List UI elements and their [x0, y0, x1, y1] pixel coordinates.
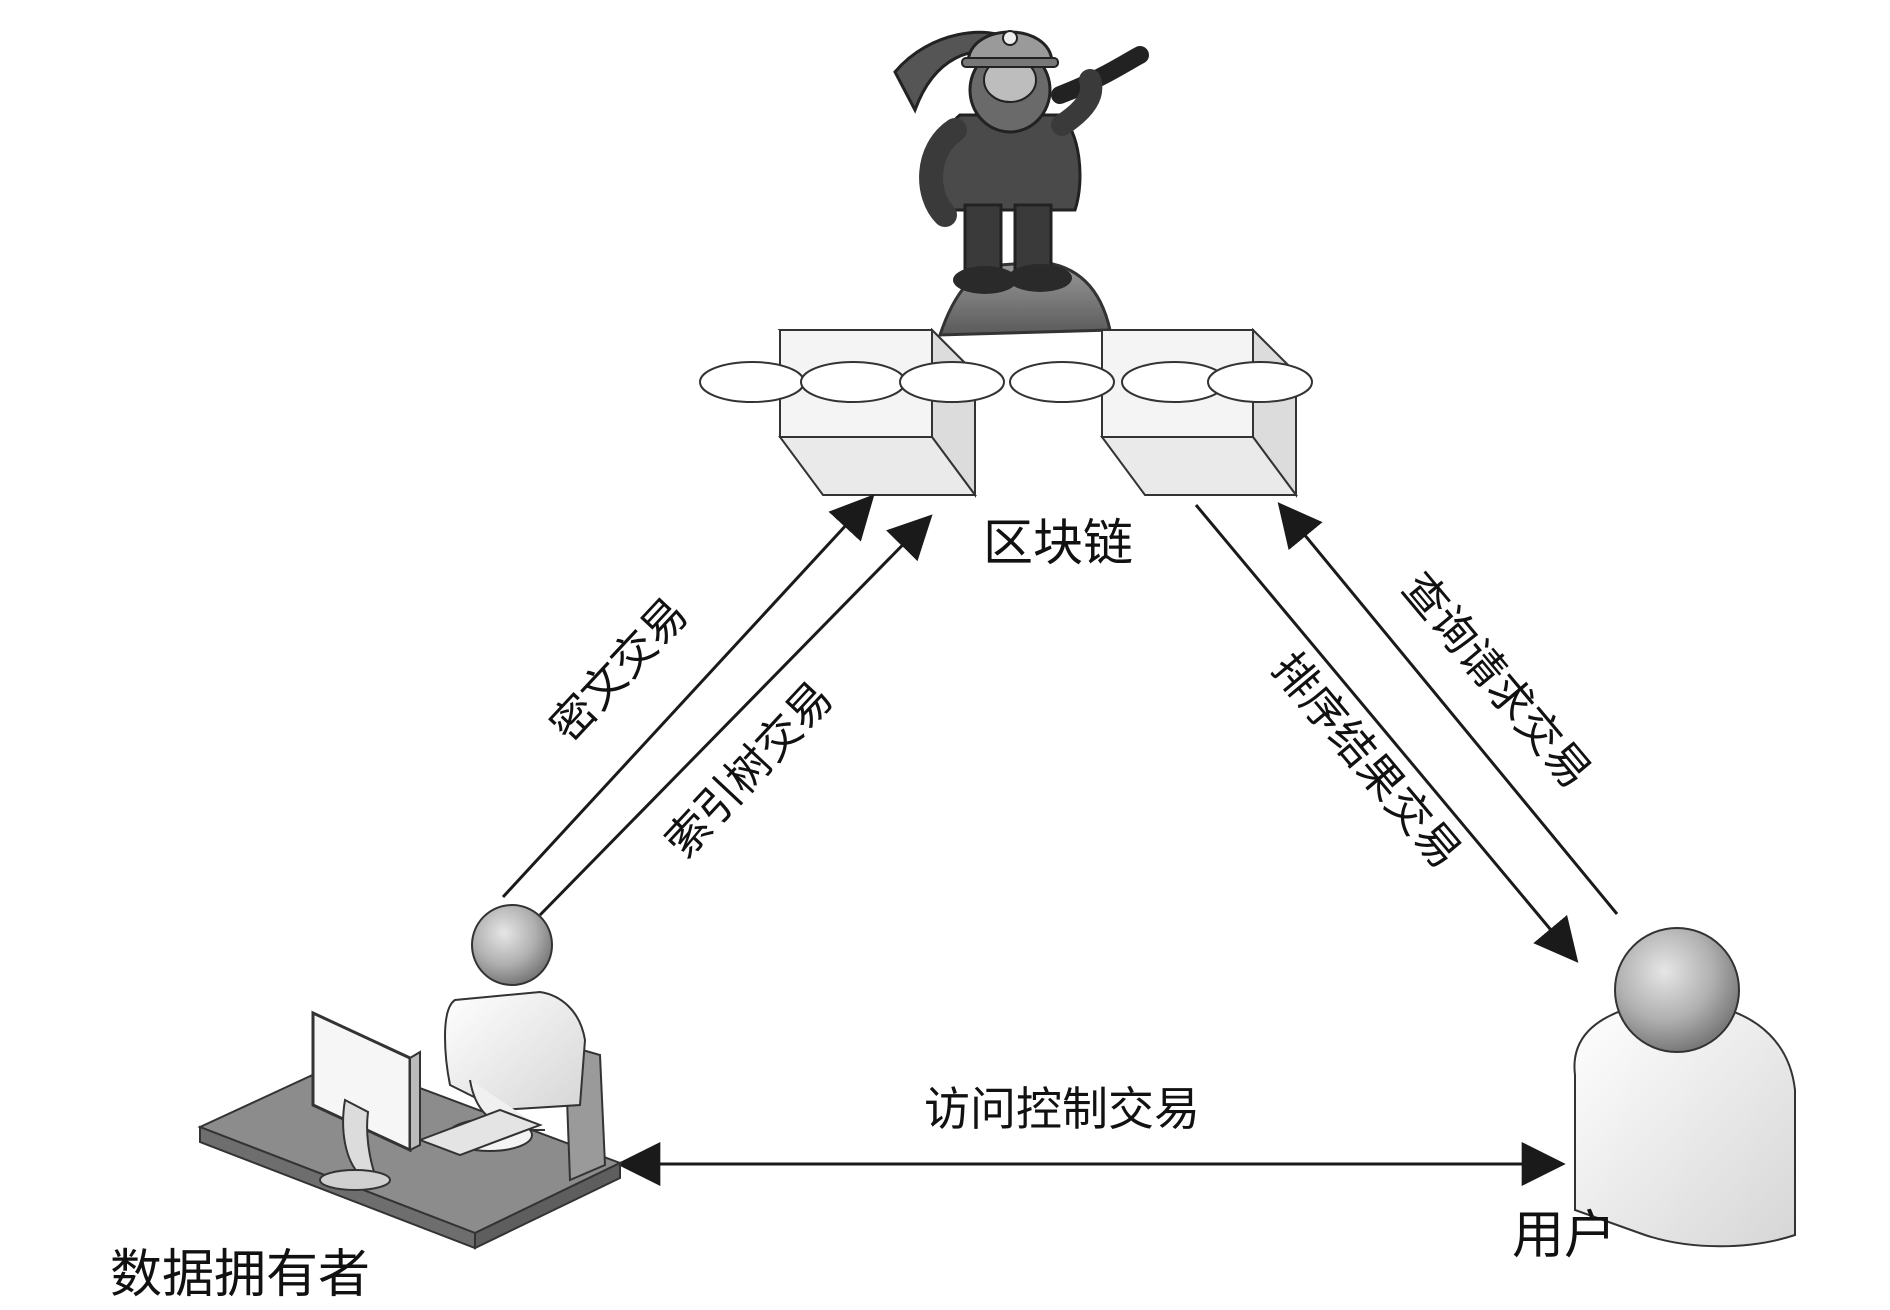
block-left: [777, 327, 978, 499]
block-right: [1099, 327, 1299, 499]
user-label: 用户: [1512, 1206, 1616, 1266]
miner-icon: [893, 30, 1149, 337]
person-at-computer-icon: [197, 904, 623, 1250]
arrow-sort-result: [1194, 504, 1579, 963]
blockchain-icon: [699, 327, 1313, 499]
arrow-index-tree: [538, 514, 933, 917]
person-icon: [1573, 927, 1796, 1248]
transaction-ellipses: [699, 361, 1313, 403]
owner-label: 数据拥有者: [110, 1245, 370, 1305]
label-access-control: 访问控制交易: [924, 1082, 1200, 1136]
arrow-query-request: [1277, 502, 1619, 915]
blockchain-label: 区块链: [983, 514, 1133, 572]
arrow-ciphertext: [501, 494, 875, 899]
label-sort-result: 排序结果交易: [1262, 643, 1471, 878]
label-ciphertext: 密文交易: [541, 588, 698, 752]
